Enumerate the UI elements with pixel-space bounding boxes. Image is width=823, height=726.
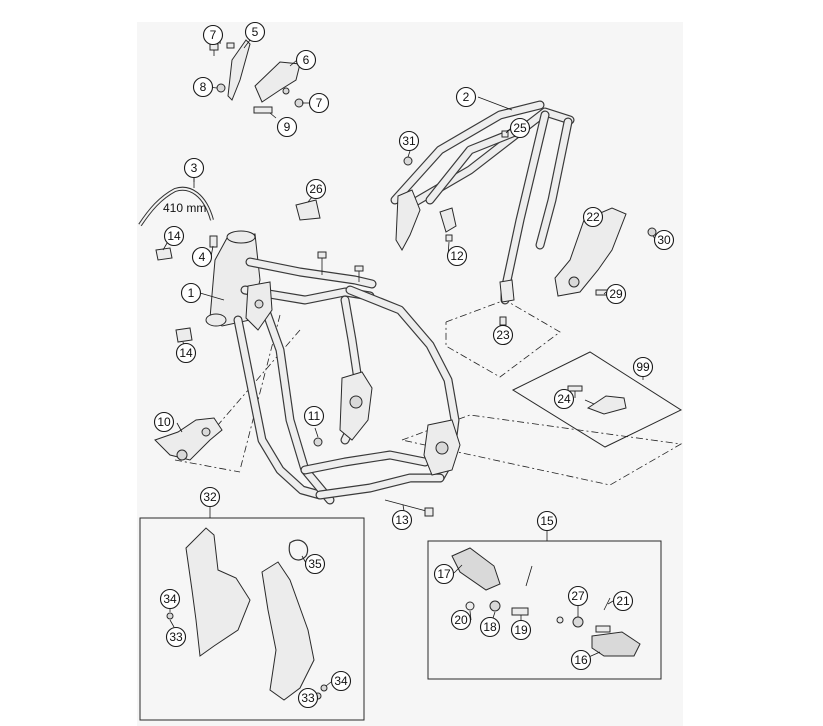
callout-1: 1	[180, 282, 202, 304]
svg-text:99: 99	[636, 360, 650, 374]
callout-34-left: 34	[159, 588, 181, 610]
svg-text:29: 29	[609, 287, 623, 301]
callout-13: 13	[391, 509, 413, 531]
callout-29: 29	[605, 283, 627, 305]
callout-19: 19	[510, 619, 532, 641]
svg-text:30: 30	[657, 233, 671, 247]
svg-text:4: 4	[199, 250, 206, 264]
callout-33-left: 33	[165, 626, 187, 648]
hose-nipple	[209, 235, 218, 248]
svg-text:8: 8	[200, 80, 207, 94]
callout-12: 12	[446, 245, 468, 267]
svg-text:7: 7	[210, 28, 217, 42]
svg-text:34: 34	[163, 592, 177, 606]
svg-text:9: 9	[284, 120, 291, 134]
callout-20: 20	[450, 609, 472, 631]
callout-4: 4	[191, 246, 213, 268]
main-frame	[205, 230, 461, 505]
tank-bracket	[295, 199, 321, 221]
callout-10: 10	[153, 411, 175, 433]
svg-text:21: 21	[616, 594, 630, 608]
svg-text:33: 33	[301, 691, 315, 705]
svg-text:10: 10	[157, 415, 171, 429]
callout-32: 32	[199, 486, 221, 508]
callout-22: 22	[582, 206, 604, 228]
callout-11: 11	[303, 405, 325, 427]
callout-15: 15	[536, 510, 558, 532]
frame-protector-kit	[166, 527, 328, 701]
callout-21: 21	[612, 590, 634, 612]
svg-text:22: 22	[586, 210, 600, 224]
callout-3: 3	[183, 157, 205, 179]
footpeg-kit	[451, 547, 641, 657]
callout-31: 31	[398, 130, 420, 152]
clamp-upper	[155, 247, 173, 261]
svg-text:26: 26	[309, 182, 323, 196]
svg-text:17: 17	[437, 567, 451, 581]
callout-6: 6	[295, 49, 317, 71]
callout-26: 26	[305, 178, 327, 200]
svg-text:13: 13	[395, 513, 409, 527]
hose-length-label: 410 mm	[163, 201, 206, 215]
svg-text:31: 31	[402, 134, 416, 148]
svg-text:11: 11	[308, 409, 321, 423]
callout-25: 25	[509, 117, 531, 139]
svg-text:1: 1	[188, 286, 195, 300]
svg-text:18: 18	[483, 620, 497, 634]
callout-18: 18	[479, 616, 501, 638]
callout-30: 30	[653, 229, 675, 251]
callout-23: 23	[492, 324, 514, 346]
callout-14-bottom: 14	[175, 342, 197, 364]
callout-9: 9	[276, 116, 298, 138]
callout-35: 35	[304, 553, 326, 575]
callout-16: 16	[570, 649, 592, 671]
callout-17: 17	[433, 563, 455, 585]
chain-guide-part	[586, 395, 627, 415]
svg-text:27: 27	[571, 589, 585, 603]
svg-text:2: 2	[463, 90, 470, 104]
svg-text:19: 19	[514, 623, 528, 637]
svg-text:33: 33	[169, 630, 183, 644]
kit-box-15	[427, 540, 662, 680]
svg-text:24: 24	[557, 392, 571, 406]
callout-99: 99	[632, 356, 654, 378]
svg-text:14: 14	[179, 346, 193, 360]
svg-text:34: 34	[334, 674, 348, 688]
callout-5: 5	[244, 21, 266, 43]
callout-34-right: 34	[330, 670, 352, 692]
callout-8: 8	[192, 76, 214, 98]
footrest-bracket	[554, 207, 627, 297]
svg-text:32: 32	[203, 490, 217, 504]
svg-text:20: 20	[454, 613, 468, 627]
kit-box-99	[511, 351, 683, 448]
callout-24: 24	[553, 388, 575, 410]
svg-text:25: 25	[513, 121, 527, 135]
callout-2: 2	[455, 86, 477, 108]
top-brackets	[209, 39, 304, 114]
callout-7-top: 7	[202, 24, 224, 46]
callout-14-top: 14	[163, 225, 185, 247]
kit-box-32	[139, 517, 365, 721]
svg-text:7: 7	[316, 96, 323, 110]
clamp-lower	[175, 327, 193, 343]
svg-text:5: 5	[252, 25, 259, 39]
svg-text:14: 14	[167, 229, 181, 243]
rear-subframe	[390, 100, 575, 305]
callout-27: 27	[567, 585, 589, 607]
svg-text:16: 16	[574, 653, 588, 667]
bolt-13	[424, 507, 434, 517]
callout-33-right: 33	[297, 687, 319, 709]
svg-text:3: 3	[191, 161, 198, 175]
svg-text:23: 23	[496, 328, 510, 342]
svg-text:6: 6	[303, 53, 310, 67]
callout-7-right: 7	[308, 92, 330, 114]
bolt-11	[313, 437, 323, 447]
svg-text:35: 35	[308, 557, 322, 571]
svg-text:15: 15	[540, 514, 554, 528]
svg-text:12: 12	[450, 249, 464, 263]
